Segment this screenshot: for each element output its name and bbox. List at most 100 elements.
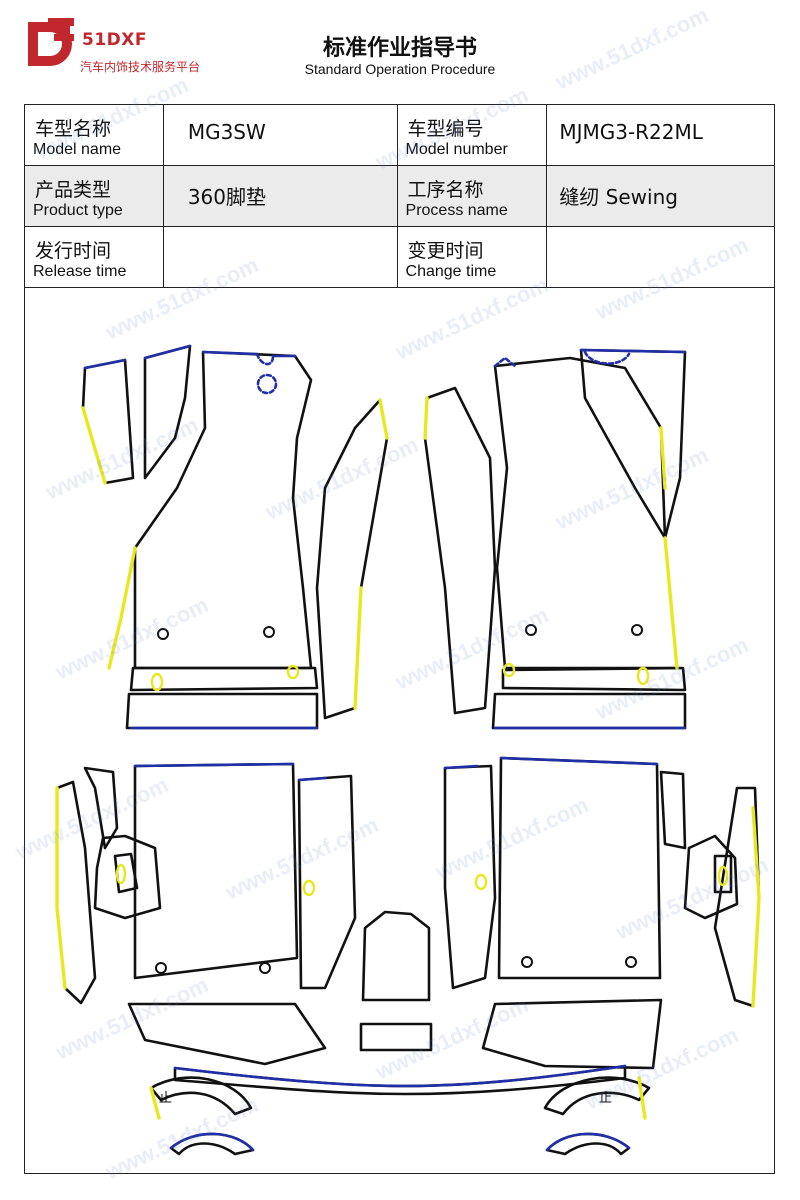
- fastener-hole: [155, 962, 167, 974]
- yellow-slot: [717, 865, 729, 887]
- brand-name: 51DXF: [82, 30, 147, 50]
- rear-left-bottom-strip: [127, 1002, 327, 1066]
- model-name-label-cn: 车型名称: [35, 118, 112, 140]
- front-right-strip-2: [491, 692, 687, 730]
- front-left-side-piece: [81, 358, 135, 485]
- yellow-edge: [149, 1086, 161, 1120]
- fastener-hole: [631, 624, 643, 636]
- process-name-label-en: Process name: [405, 202, 508, 219]
- blue-edge: [545, 1132, 631, 1152]
- front-left-pillar-piece: [143, 344, 192, 480]
- product-type-value: 360脚垫: [187, 185, 267, 209]
- yellow-slot: [302, 879, 316, 897]
- model-number-value-cell: MJMG3-R22ML: [546, 104, 775, 166]
- yellow-slot: [286, 664, 300, 680]
- trunk-right-lower-curve: [545, 1132, 631, 1156]
- fastener-hole: [263, 626, 275, 638]
- rear-left-side-panel: [297, 774, 357, 990]
- rear-tunnel-strip: [359, 1022, 433, 1052]
- front-left-strip-1: [129, 666, 319, 692]
- release-time-value-cell: [162, 226, 398, 288]
- yellow-slot: [150, 672, 164, 692]
- model-number-value: MJMG3-R22ML: [559, 120, 703, 144]
- change-time-label-en: Change time: [405, 263, 497, 280]
- page-subtitle: Standard Operation Procedure: [304, 61, 496, 77]
- yellow-edge: [663, 536, 679, 670]
- rear-right-side-panel: [443, 764, 497, 990]
- yellow-slot: [636, 666, 650, 686]
- yellow-edge: [423, 396, 429, 440]
- release-time-label-cn: 发行时间: [35, 240, 112, 262]
- yellow-edge: [81, 406, 107, 485]
- front-right-side-piece: [579, 348, 687, 540]
- yellow-edge: [353, 586, 363, 710]
- yellow-slot: [115, 863, 127, 885]
- stop-mark-left: 止: [159, 1091, 172, 1106]
- yellow-slot: [502, 662, 516, 678]
- yellow-edge: [55, 786, 67, 990]
- fastener-hole: [521, 956, 533, 968]
- info-table: 车型名称 Model name MG3SW 车型编号 Model number …: [24, 104, 775, 288]
- blue-edge: [169, 1132, 255, 1152]
- rear-right-main-mat: [497, 756, 662, 980]
- change-time-label-cn: 变更时间: [407, 240, 484, 262]
- product-type-value-cell: 360脚垫: [162, 165, 398, 227]
- rear-right-bottom-strip: [481, 998, 663, 1070]
- blue-edge: [83, 358, 127, 370]
- page-title: 标准作业指导书: [322, 36, 477, 61]
- yellow-edge: [659, 426, 667, 490]
- yellow-edge: [751, 806, 761, 1008]
- release-time-label-en: Release time: [33, 263, 127, 280]
- brand-logo-icon: [28, 18, 74, 66]
- fastener-hole: [625, 956, 637, 968]
- change-time-value-cell: [546, 226, 775, 288]
- table-row: 发行时间 Release time 变更时间 Change time: [24, 226, 775, 288]
- fastener-hole: [525, 624, 537, 636]
- brand-subtitle: 汽车内饰技术服务平台: [80, 60, 201, 74]
- process-name-label-cell: 工序名称 Process name: [396, 165, 548, 227]
- blue-dashed-notch: [256, 373, 278, 395]
- blue-edge: [173, 1064, 627, 1088]
- front-left-strip-2: [125, 692, 319, 730]
- process-name-value: 缝纫 Sewing: [559, 185, 678, 209]
- process-name-value-cell: 缝纫 Sewing: [546, 165, 775, 227]
- fastener-hole: [259, 962, 271, 974]
- trunk-right-curve: [543, 1076, 651, 1116]
- yellow-edge: [637, 1076, 647, 1120]
- blue-edge: [143, 344, 192, 360]
- change-time-label-cell: 变更时间 Change time: [396, 226, 548, 288]
- blue-dashed-edge: [493, 356, 517, 368]
- blue-dashed-edge: [255, 352, 275, 366]
- model-name-value: MG3SW: [187, 120, 266, 144]
- rear-left-main-mat: [133, 762, 299, 980]
- front-left-footrest: [315, 398, 389, 720]
- fastener-hole: [157, 628, 169, 640]
- floor-mat-pattern-diagram: 止 止: [24, 288, 775, 1174]
- product-type-label-cell: 产品类型 Product type: [24, 165, 164, 227]
- blue-edge: [133, 762, 295, 768]
- blue-edge: [443, 764, 479, 770]
- table-row: 产品类型 Product type 360脚垫 工序名称 Process nam…: [24, 165, 775, 227]
- trunk-left-curve: [149, 1076, 253, 1116]
- blue-edge: [201, 350, 259, 356]
- table-row: 车型名称 Model name MG3SW 车型编号 Model number …: [24, 104, 775, 166]
- yellow-edge: [107, 546, 137, 670]
- yellow-slot: [474, 873, 488, 891]
- blue-dashed-edge: [583, 350, 631, 365]
- model-number-label-cn: 车型编号: [407, 118, 484, 140]
- model-name-label-en: Model name: [33, 141, 122, 158]
- rear-right-arch-frame: [659, 770, 687, 850]
- header: 51DXF 汽车内饰技术服务平台 标准作业指导书 Standard Operat…: [0, 0, 800, 100]
- rear-left-wheel-arch: [93, 834, 162, 920]
- trunk-long-strip: [173, 1064, 627, 1096]
- front-right-strip-1: [501, 666, 687, 692]
- process-name-label-cn: 工序名称: [407, 179, 484, 201]
- blue-edge: [579, 348, 687, 354]
- product-type-label-en: Product type: [33, 202, 123, 219]
- stop-mark-right: 止: [599, 1091, 612, 1106]
- rear-right-wheel-arch: [683, 834, 739, 920]
- product-type-label-cn: 产品类型: [35, 179, 112, 201]
- model-number-label-en: Model number: [405, 141, 508, 158]
- release-time-label-cell: 发行时间 Release time: [24, 226, 164, 288]
- blue-edge: [297, 776, 327, 782]
